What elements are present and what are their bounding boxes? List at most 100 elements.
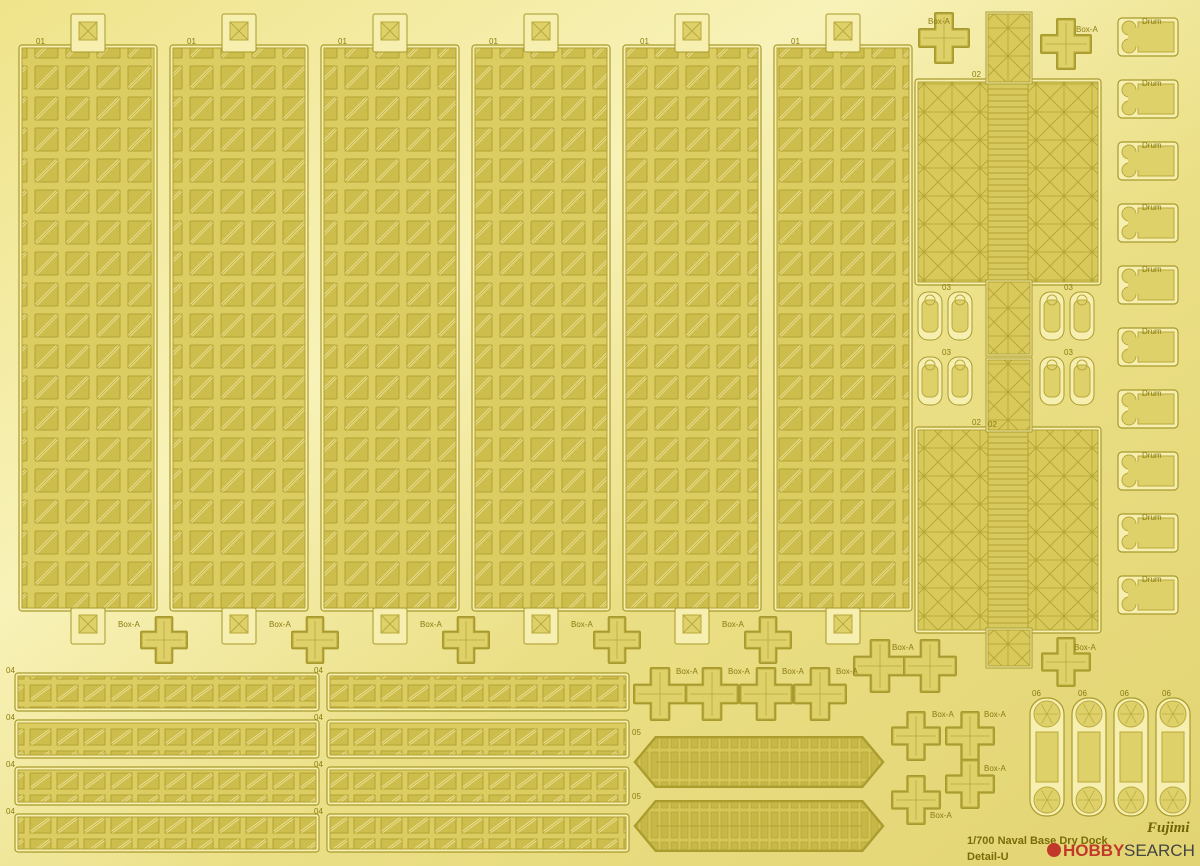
label-part01: 01	[338, 37, 347, 46]
drum-stem	[1128, 524, 1140, 542]
label-part02: 02	[972, 70, 981, 79]
label-part02: 02	[972, 418, 981, 427]
label-drum: Drum	[1142, 327, 1162, 336]
label-part03: 03	[1064, 348, 1073, 357]
part-01-lattice	[172, 47, 306, 609]
part-06-spoke	[1083, 704, 1090, 715]
label-part04: 04	[6, 807, 15, 816]
part-01-lattice	[776, 47, 910, 609]
label-box: Box-A	[984, 710, 1006, 719]
drum-stem	[1128, 152, 1140, 170]
label-drum: Drum	[1142, 203, 1162, 212]
part-01-tab-x	[531, 21, 551, 41]
part-06-spoke	[1125, 799, 1132, 810]
part-01-lattice	[21, 47, 155, 609]
part-06-spoke	[1041, 790, 1048, 801]
watermark-hobby: HOBBY	[1063, 841, 1125, 860]
part-01-tab-x	[229, 21, 249, 41]
box-a-part	[918, 12, 970, 64]
part-01-lattice	[625, 47, 759, 609]
part-06-spoke	[1130, 799, 1137, 810]
part-06-spoke	[1172, 704, 1179, 715]
label-part03: 03	[1064, 283, 1073, 292]
label-drum: Drum	[1142, 513, 1162, 522]
watermark-logo-icon	[1047, 843, 1061, 857]
part-01-tab-x	[78, 21, 98, 41]
box-a-part	[853, 639, 907, 693]
part-04-lattice	[17, 769, 317, 803]
part-06-spoke	[1130, 704, 1137, 715]
part-04-lattice	[329, 769, 627, 803]
box-a-part	[739, 667, 793, 721]
label-box: Box-A	[118, 620, 140, 629]
part-03-core	[1043, 299, 1061, 333]
maker-logo-text: Fujimi	[1146, 820, 1190, 836]
label-part03: 03	[942, 348, 951, 357]
part-06-spoke	[1130, 790, 1137, 801]
drum-part	[1117, 513, 1179, 553]
label-part06: 06	[1120, 689, 1129, 698]
part-06-spoke	[1125, 790, 1132, 801]
drum-stem	[1128, 214, 1140, 232]
part-04-lattice	[17, 675, 317, 709]
part-02-strip	[987, 281, 1031, 355]
label-drum: Drum	[1142, 451, 1162, 460]
part-03-ring	[924, 294, 936, 306]
part-06-spoke	[1167, 790, 1174, 801]
part-06-spoke	[1041, 799, 1048, 810]
watermark-search: SEARCH	[1124, 841, 1195, 860]
watermark: HOBBY SEARCH	[1047, 841, 1195, 860]
part-06-body	[1035, 731, 1059, 783]
box-a-part	[903, 639, 957, 693]
box-a-part	[945, 759, 995, 809]
drum-stem	[1128, 90, 1140, 108]
box-a-part	[291, 616, 339, 664]
label-part01: 01	[36, 37, 45, 46]
drum-part	[1117, 141, 1179, 181]
part-01-tab-x	[380, 21, 400, 41]
drum-body	[1137, 393, 1175, 425]
part-03-core	[1073, 299, 1091, 333]
part-06-spoke	[1125, 704, 1132, 715]
part-01-tab-x	[380, 614, 400, 634]
part-01-tab-x	[833, 21, 853, 41]
part-03-ring	[954, 359, 966, 371]
drum-part	[1117, 389, 1179, 429]
part-01-tab-x	[833, 614, 853, 634]
part-03-ring	[1046, 294, 1058, 306]
label-part06: 06	[1162, 689, 1171, 698]
drum-body	[1137, 145, 1175, 177]
part-01-tab-x	[682, 614, 702, 634]
label-drum: Drum	[1142, 265, 1162, 274]
box-a-part	[633, 667, 687, 721]
part-03-ring	[1076, 359, 1088, 371]
label-box: Box-A	[722, 620, 744, 629]
part-02-strip	[987, 13, 1031, 83]
label-part04: 04	[314, 713, 323, 722]
part-06-spoke	[1088, 790, 1095, 801]
drum-part	[1117, 17, 1179, 57]
part-02-strip	[987, 359, 1031, 431]
part-06-spoke	[1046, 799, 1053, 810]
label-box: Box-A	[782, 667, 804, 676]
drum-body	[1137, 517, 1175, 549]
drum-body	[1137, 331, 1175, 363]
label-drum: Drum	[1142, 79, 1162, 88]
part-03-ring	[924, 359, 936, 371]
part-06-spoke	[1172, 713, 1179, 724]
box-a-part	[744, 616, 792, 664]
label-part04: 04	[314, 807, 323, 816]
drum-part	[1117, 575, 1179, 615]
drum-stem	[1128, 338, 1140, 356]
drum-body	[1137, 21, 1175, 53]
part-06-spoke	[1125, 713, 1132, 724]
drum-stem	[1128, 586, 1140, 604]
box-a-part	[891, 711, 941, 761]
part-04-lattice	[329, 816, 627, 850]
label-drum: Drum	[1142, 389, 1162, 398]
part-04-lattice	[17, 722, 317, 756]
box-a-part	[793, 667, 847, 721]
label-drum: Drum	[1142, 575, 1162, 584]
labels-layer: 01Box-A01Box-A01Box-A01Box-A01Box-A01020…	[6, 17, 1171, 820]
